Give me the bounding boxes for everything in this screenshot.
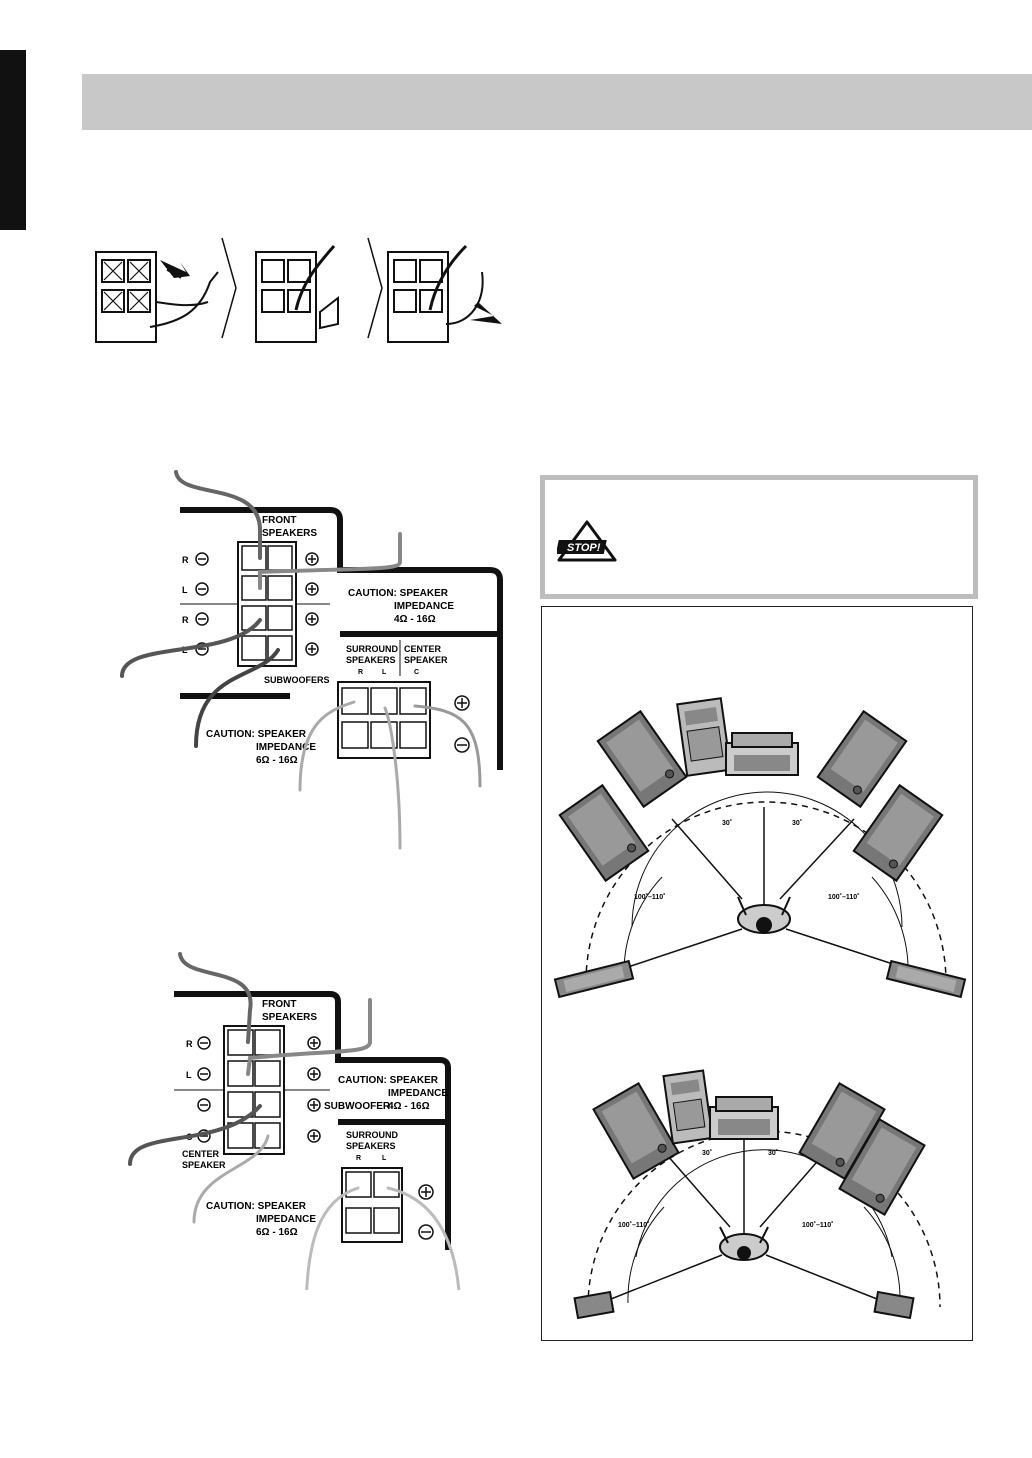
arrow-chevron-1	[221, 237, 237, 339]
front-right-speaker-2-icon	[852, 784, 944, 882]
surround-r: R	[358, 669, 363, 676]
language-tab	[0, 50, 26, 230]
polarity-symbols-b	[197, 1036, 321, 1143]
speaker-layout-diagram: 30˚ 30˚ 100˚–110˚ 100˚–110˚	[553, 697, 967, 1320]
speaker-wires-a	[120, 470, 482, 850]
front-speakers-title-2: SPEAKERS	[262, 528, 317, 539]
surround-label-b1: SURROUND	[346, 1130, 399, 1140]
angle-rear-right: 100˚–110˚	[828, 893, 860, 901]
step-1	[95, 251, 219, 343]
angle-rear-left-b: 100˚–110˚	[618, 1221, 650, 1229]
surround-center-terminal-block	[337, 681, 431, 759]
step-2	[255, 245, 339, 343]
step-3	[387, 244, 502, 343]
subwoofers-label: SUBWOOFERS	[264, 675, 330, 685]
center-label-2: SPEAKER	[404, 655, 448, 665]
front-speakers-title-1: FRONT	[262, 515, 296, 526]
center-label-b1: CENTER	[182, 1149, 220, 1159]
surround-label-1: SURROUND	[346, 644, 399, 654]
caution-sub-b1: CAUTION: SPEAKER	[206, 1201, 307, 1212]
center-speaker-icon	[725, 732, 799, 776]
arrow-chevron-2	[367, 237, 383, 339]
main-unit-b-icon	[662, 1069, 714, 1145]
caution-front-3: 4Ω - 16Ω	[394, 614, 436, 625]
front-speakers-title-b2: SPEAKERS	[262, 1012, 317, 1023]
surround-terminal-block-b	[341, 1167, 403, 1243]
speaker-wires-b	[128, 952, 461, 1290]
warning-box: STOP!	[540, 475, 978, 599]
row-label-b1: R	[186, 1039, 193, 1049]
angle-30-right-b: 30˚	[768, 1149, 778, 1157]
surround-label-b2: SPEAKERS	[346, 1141, 396, 1151]
stop-label: STOP!	[567, 542, 601, 554]
surround-right-speaker-b-icon	[873, 1290, 915, 1320]
angle-30-left: 30˚	[722, 819, 732, 827]
angle-rear-right-b: 100˚–110˚	[802, 1221, 834, 1229]
center-c: C	[414, 669, 419, 676]
caution-front-b3: 4Ω - 16Ω	[388, 1101, 430, 1112]
caution-sub-b3: 6Ω - 16Ω	[256, 1227, 298, 1238]
speaker-terminal-panel-b: FRONT SPEAKERS R L C SUBWOOFER CENTER SP…	[128, 952, 461, 1290]
speaker-layout-box: 30˚ 30˚ 100˚–110˚ 100˚–110˚	[541, 606, 973, 1341]
front-terminal-block-a	[237, 541, 297, 667]
row-label-2: L	[182, 585, 188, 595]
surround-r-b: R	[356, 1155, 361, 1162]
stop-warning-icon: STOP!	[557, 520, 617, 562]
caution-front-b2: IMPEDANCE	[388, 1088, 448, 1099]
front-speakers-title-b1: FRONT	[262, 999, 296, 1010]
terminal-steps-illustration	[95, 237, 502, 343]
caution-sub-b2: IMPEDANCE	[256, 1214, 316, 1225]
surround-left-speaker-b-icon	[573, 1290, 615, 1320]
surround-left-speaker-icon	[553, 960, 635, 998]
surround-l: L	[382, 669, 387, 676]
subwoofer-label: SUBWOOFER	[324, 1101, 391, 1112]
section-header-bar	[82, 74, 1032, 130]
caution-front-b1: CAUTION: SPEAKER	[338, 1075, 439, 1086]
polarity-symbols-surround	[454, 695, 470, 753]
layout-4-1: 30˚ 30˚ 100˚–110˚ 100˚–110˚	[573, 1069, 941, 1320]
center-speaker-b-icon	[709, 1096, 779, 1140]
front-left-speaker-icon	[596, 710, 688, 808]
listener-b-icon	[719, 1226, 769, 1261]
caution-front-2: IMPEDANCE	[394, 601, 454, 612]
front-right-speaker-icon	[816, 710, 908, 808]
center-label-1: CENTER	[404, 644, 442, 654]
row-label-3: R	[182, 615, 189, 625]
layout-5-1: 30˚ 30˚ 100˚–110˚ 100˚–110˚	[553, 697, 967, 998]
speaker-terminal-panel-a: FRONT SPEAKERS R L R L SUBWOOFERS CAUTIO…	[120, 470, 503, 850]
polarity-symbols-a	[195, 552, 319, 656]
listener-icon	[737, 896, 791, 934]
caution-sub-1: CAUTION: SPEAKER	[206, 729, 307, 740]
row-label-b2: L	[186, 1070, 192, 1080]
front-left-speaker-2-icon	[558, 784, 650, 882]
caution-sub-3: 6Ω - 16Ω	[256, 755, 298, 766]
front-terminal-block-b	[223, 1025, 285, 1155]
angle-rear-left: 100˚–110˚	[634, 893, 666, 901]
center-label-b2: SPEAKER	[182, 1160, 226, 1170]
caution-front-1: CAUTION: SPEAKER	[348, 588, 449, 599]
caution-sub-2: IMPEDANCE	[256, 742, 316, 753]
surround-right-speaker-icon	[885, 960, 967, 998]
surround-label-2: SPEAKERS	[346, 655, 396, 665]
row-label-1: R	[182, 555, 189, 565]
surround-l-b: L	[382, 1155, 387, 1162]
angle-30-right: 30˚	[792, 819, 802, 827]
polarity-symbols-surround-b	[418, 1184, 434, 1240]
angle-30-left-b: 30˚	[702, 1149, 712, 1157]
main-unit-icon	[676, 697, 732, 777]
